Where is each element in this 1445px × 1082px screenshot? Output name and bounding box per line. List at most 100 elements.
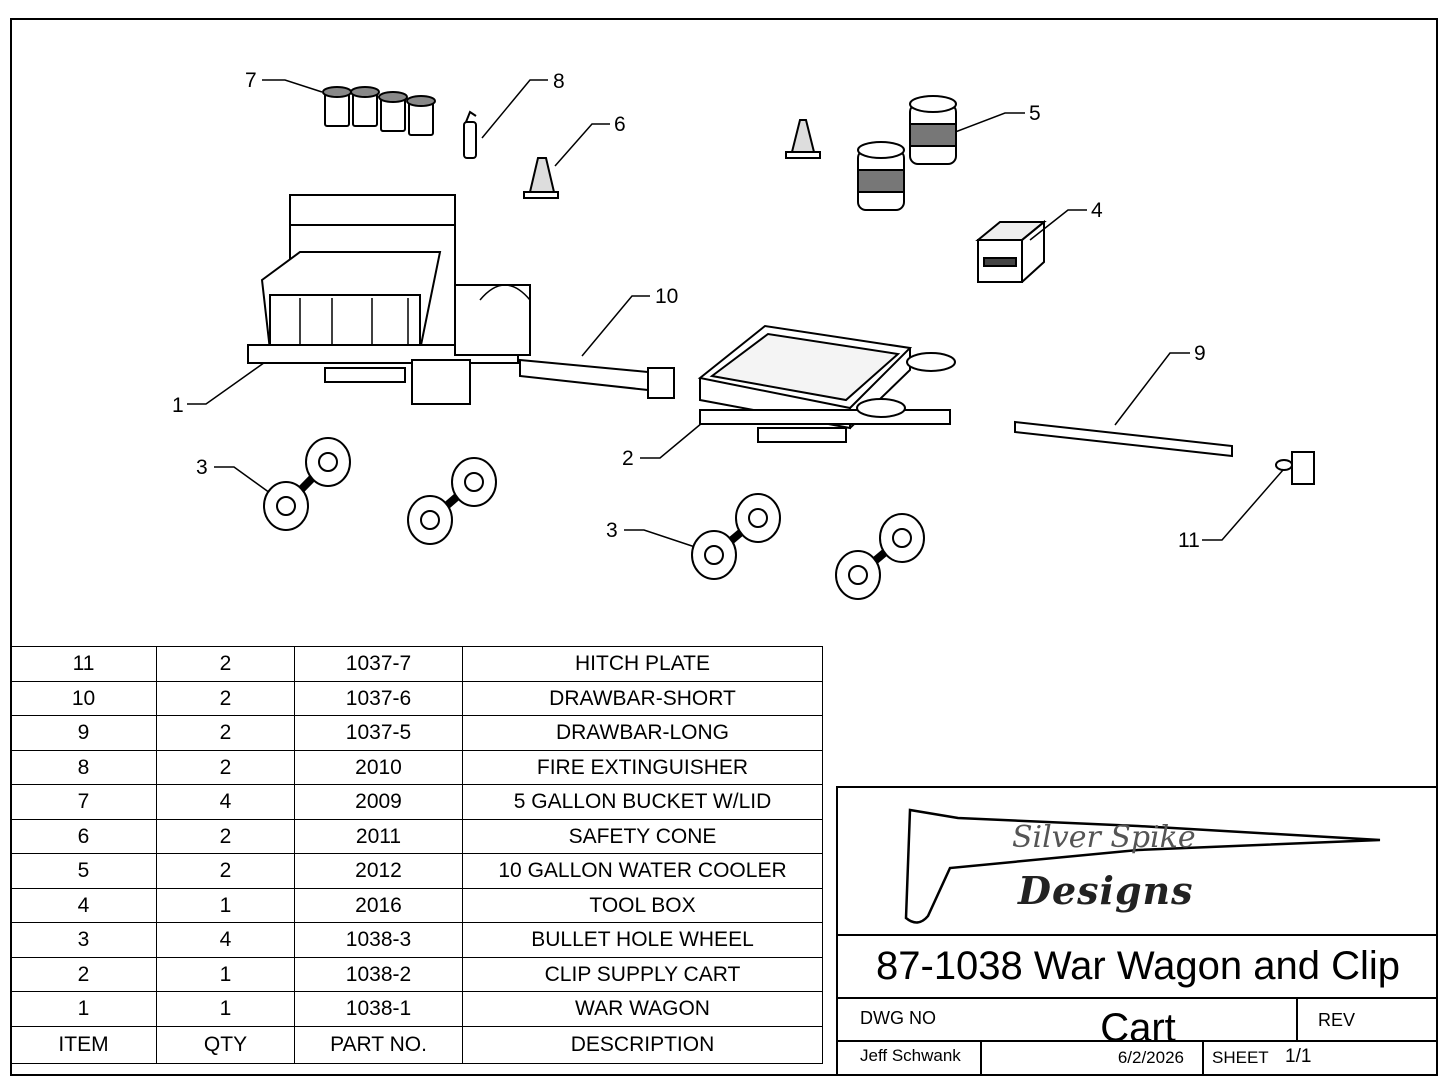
bucket bbox=[322, 86, 352, 127]
bom-item: 2 bbox=[10, 956, 157, 992]
water-cooler bbox=[909, 95, 957, 165]
bom-part-no: 1038-2 bbox=[294, 956, 463, 992]
bom-item: 11 bbox=[10, 646, 157, 682]
bom-part-no: 1037-6 bbox=[294, 680, 463, 716]
callout-11: 11 bbox=[1178, 529, 1200, 552]
bom-item: 6 bbox=[10, 818, 157, 854]
bom-qty: 2 bbox=[156, 646, 295, 682]
leader-lines bbox=[187, 79, 1284, 548]
bom-qty: 2 bbox=[156, 853, 295, 889]
fire-extinguisher bbox=[463, 110, 477, 159]
bom-header-cell: ITEM bbox=[10, 1025, 157, 1064]
date: 6/2/2026 bbox=[982, 1041, 1204, 1076]
callout-4: 4 bbox=[1091, 199, 1103, 222]
callout-8: 8 bbox=[553, 70, 565, 93]
logo-line2: Designs bbox=[1018, 868, 1194, 913]
drawbar-long bbox=[1014, 420, 1233, 458]
bom-item: 9 bbox=[10, 715, 157, 751]
bom-item: 3 bbox=[10, 922, 157, 958]
bom-part-no: 1038-1 bbox=[294, 991, 463, 1027]
bom-part-no: 2010 bbox=[294, 749, 463, 785]
bom-description: WAR WAGON bbox=[462, 991, 823, 1027]
water-cooler bbox=[857, 141, 905, 211]
bom-description: TOOL BOX bbox=[462, 887, 823, 923]
dwg-rev-row: DWG NO REV bbox=[838, 998, 1438, 1042]
sheet-label: SHEET bbox=[1212, 1048, 1269, 1067]
callout-6: 6 bbox=[614, 113, 626, 136]
title-block: Silver Spike Designs 87-1038 War Wagon a… bbox=[836, 786, 1438, 1076]
safety-cone bbox=[785, 119, 821, 159]
rev-label: REV bbox=[1318, 1010, 1356, 1030]
bom-part-no: 2012 bbox=[294, 853, 463, 889]
war-wagon bbox=[247, 194, 531, 405]
bom-description: HITCH PLATE bbox=[462, 646, 823, 682]
bom-part-no: 2009 bbox=[294, 784, 463, 820]
logo-line1: Silver Spike bbox=[1012, 820, 1196, 855]
bom-description: FIRE EXTINGUISHER bbox=[462, 749, 823, 785]
bom-item: 10 bbox=[10, 680, 157, 716]
bucket bbox=[406, 95, 436, 136]
wheelset bbox=[263, 437, 351, 531]
wheelset bbox=[835, 513, 925, 600]
bom-qty: 4 bbox=[156, 922, 295, 958]
bom-qty: 2 bbox=[156, 818, 295, 854]
bom-header-cell: DESCRIPTION bbox=[462, 1025, 823, 1064]
bom-description: 5 GALLON BUCKET W/LID bbox=[462, 784, 823, 820]
bucket bbox=[350, 86, 380, 127]
logo: Silver Spike Designs bbox=[838, 788, 1438, 936]
assembly-drawing bbox=[187, 79, 1315, 600]
wheelset bbox=[691, 493, 781, 580]
bom-part-no: 1037-5 bbox=[294, 715, 463, 751]
bom-header-cell: QTY bbox=[156, 1025, 295, 1064]
bom-qty: 2 bbox=[156, 680, 295, 716]
callout-7: 7 bbox=[245, 69, 257, 92]
clip-supply-cart bbox=[697, 324, 956, 443]
bom-part-no: 2016 bbox=[294, 887, 463, 923]
bom-item: 8 bbox=[10, 749, 157, 785]
bom-item: 1 bbox=[10, 991, 157, 1027]
bucket bbox=[378, 91, 408, 132]
hitch-plate bbox=[1275, 451, 1315, 485]
bom-qty: 1 bbox=[156, 956, 295, 992]
bucket-group bbox=[322, 86, 436, 136]
bom-part-no: 1038-3 bbox=[294, 922, 463, 958]
callout-3-second: 3 bbox=[606, 519, 618, 542]
author: Jeff Schwank bbox=[838, 1041, 982, 1076]
tool-box bbox=[975, 219, 1047, 283]
sheet-value: 1/1 bbox=[1285, 1046, 1312, 1067]
callout-9: 9 bbox=[1194, 342, 1206, 365]
sheet-border bbox=[10, 18, 1438, 1076]
bom-description: DRAWBAR-SHORT bbox=[462, 680, 823, 716]
bom-part-no: 2011 bbox=[294, 818, 463, 854]
bom-qty: 4 bbox=[156, 784, 295, 820]
callout-2: 2 bbox=[622, 447, 634, 470]
bom-item: 4 bbox=[10, 887, 157, 923]
drawbar-short bbox=[519, 358, 675, 399]
railroad-spike-logo bbox=[904, 808, 1381, 924]
bom-qty: 2 bbox=[156, 749, 295, 785]
bom-description: 10 GALLON WATER COOLER bbox=[462, 853, 823, 889]
info-row: Jeff Schwank 6/2/2026 SHEET 1/1 bbox=[838, 1041, 1438, 1076]
bom-item: 7 bbox=[10, 784, 157, 820]
wheelset bbox=[407, 457, 497, 545]
drawing-title: 87-1038 War Wagon and Clip Cart bbox=[838, 935, 1438, 1050]
bom-description: BULLET HOLE WHEEL bbox=[462, 922, 823, 958]
bom-qty: 2 bbox=[156, 715, 295, 751]
bom-item: 5 bbox=[10, 853, 157, 889]
callout-1: 1 bbox=[172, 394, 184, 417]
bom-qty: 1 bbox=[156, 887, 295, 923]
bom-header-cell: PART NO. bbox=[294, 1025, 463, 1064]
callout-10: 10 bbox=[655, 285, 679, 308]
